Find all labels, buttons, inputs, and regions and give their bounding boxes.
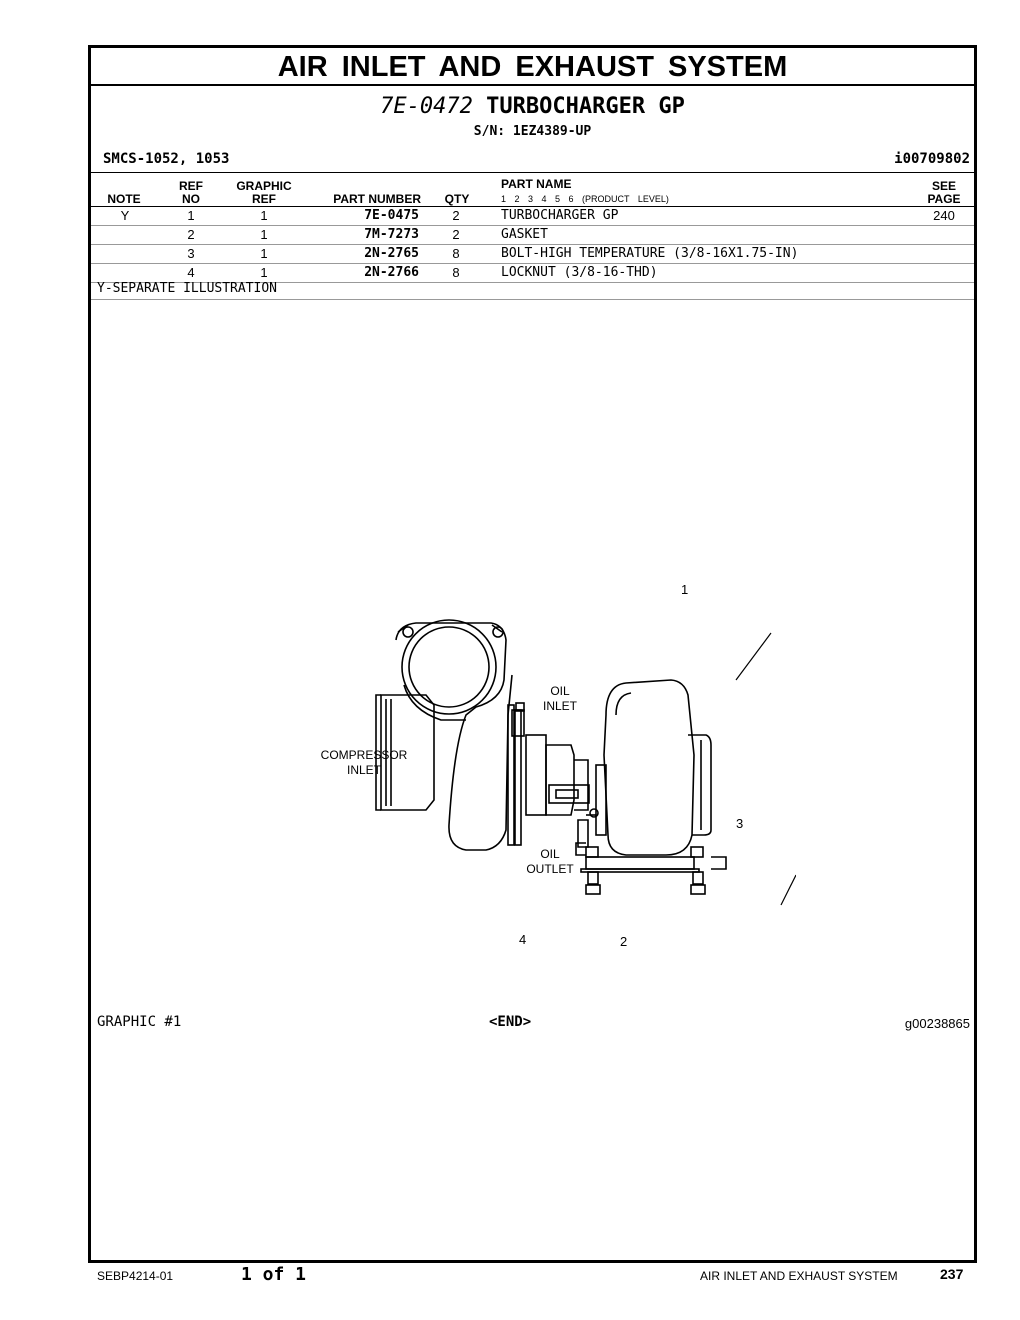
oil-outlet-label: OIL OUTLET <box>526 847 574 876</box>
page-frame: AIR INLET AND EXHAUST SYSTEM 7E-0472 TUR… <box>88 45 977 1263</box>
footer-section: AIR INLET AND EXHAUST SYSTEM <box>700 1269 898 1283</box>
row-part-name: LOCKNUT (3/8-16-THD) <box>501 265 658 280</box>
row-graphic-ref: 1 <box>260 265 268 280</box>
table-row: 4 1 2N-2766 8 LOCKNUT (3/8-16-THD) <box>91 264 974 283</box>
col-header-graphic-top: GRAPHIC <box>236 179 292 193</box>
row-ref-no: 3 <box>187 246 195 261</box>
graphic-number: GRAPHIC #1 <box>97 1014 182 1030</box>
row-part-number[interactable]: 2N-2766 <box>364 265 419 280</box>
smcs-codes: SMCS-1052, 1053 <box>103 151 230 167</box>
col-header-part-name: PART NAME <box>501 177 572 191</box>
serial-range: S/N: 1EZ4389-UP <box>473 124 592 139</box>
col-header-ref-bottom: NO <box>182 192 200 206</box>
row-part-number[interactable]: 7E-0475 <box>364 208 419 223</box>
callout-1: 1 <box>681 582 689 597</box>
callout-1-leader <box>735 632 772 681</box>
col-header-note: NOTE <box>107 192 141 206</box>
row-qty: 8 <box>452 265 460 280</box>
callout-4: 4 <box>519 932 527 947</box>
table-top-rule <box>91 172 974 173</box>
row-qty: 8 <box>452 246 460 261</box>
group-title: 7E-0472 TURBOCHARGER GP <box>91 94 974 119</box>
row-see-page[interactable]: 240 <box>933 208 955 223</box>
row-ref-no: 4 <box>187 265 195 280</box>
col-header-ref-top: REF <box>179 179 203 193</box>
col-header-part-number: PART NUMBER <box>333 192 421 206</box>
product-level-scale: 1 2 3 4 5 6 (PRODUCT LEVEL) <box>501 194 669 204</box>
end-marker: <END> <box>489 1014 532 1030</box>
row-part-number[interactable]: 2N-2765 <box>364 246 419 261</box>
row-note: Y <box>120 208 130 223</box>
footer-page-number: 237 <box>940 1266 964 1282</box>
col-header-graphic-bottom: REF <box>252 192 276 206</box>
row-part-name: GASKET <box>501 227 548 242</box>
compressor-inlet-label: COMPRESSOR INLET <box>320 748 408 777</box>
row-qty: 2 <box>452 208 460 223</box>
row-graphic-ref: 1 <box>260 246 268 261</box>
row-graphic-ref: 1 <box>260 227 268 242</box>
row-qty: 2 <box>452 227 460 242</box>
row-part-name: TURBOCHARGER GP <box>501 208 619 223</box>
table-row: 3 1 2N-2765 8 BOLT-HIGH TEMPERATURE (3/8… <box>91 245 974 264</box>
section-title: AIR INLET AND EXHAUST SYSTEM <box>91 48 974 86</box>
callout-3: 3 <box>736 816 744 831</box>
table-row: 2 1 7M-7273 2 GASKET <box>91 226 974 245</box>
footer-page-of: 1 of 1 <box>241 1264 307 1285</box>
legend-rule <box>91 299 974 300</box>
callout-2: 2 <box>620 934 628 949</box>
oil-inlet-label: OIL INLET <box>543 684 578 713</box>
col-header-see-top: SEE <box>931 179 956 193</box>
turbocharger-illustration <box>375 619 796 906</box>
footer-document-id: SEBP4214-01 <box>97 1269 174 1283</box>
row-graphic-ref: 1 <box>260 208 268 223</box>
col-header-qty: QTY <box>444 192 470 206</box>
table-header-rule <box>91 206 974 207</box>
group-part-number[interactable]: 7E-0472 <box>380 94 473 119</box>
note-legend: Y-SEPARATE ILLUSTRATION <box>97 281 278 296</box>
row-part-name: BOLT-HIGH TEMPERATURE (3/8-16X1.75-IN) <box>501 246 799 261</box>
graphic-id: g00238865 <box>904 1016 970 1031</box>
illustration-id: i00709802 <box>894 151 970 167</box>
row-ref-no: 2 <box>187 227 195 242</box>
row-part-number[interactable]: 7M-7273 <box>364 227 419 242</box>
col-header-see-bottom: PAGE <box>927 192 961 206</box>
row-ref-no: 1 <box>187 208 195 223</box>
group-name: TURBOCHARGER GP <box>486 94 685 119</box>
table-row: Y 1 1 7E-0475 2 TURBOCHARGER GP 240 <box>91 207 974 226</box>
